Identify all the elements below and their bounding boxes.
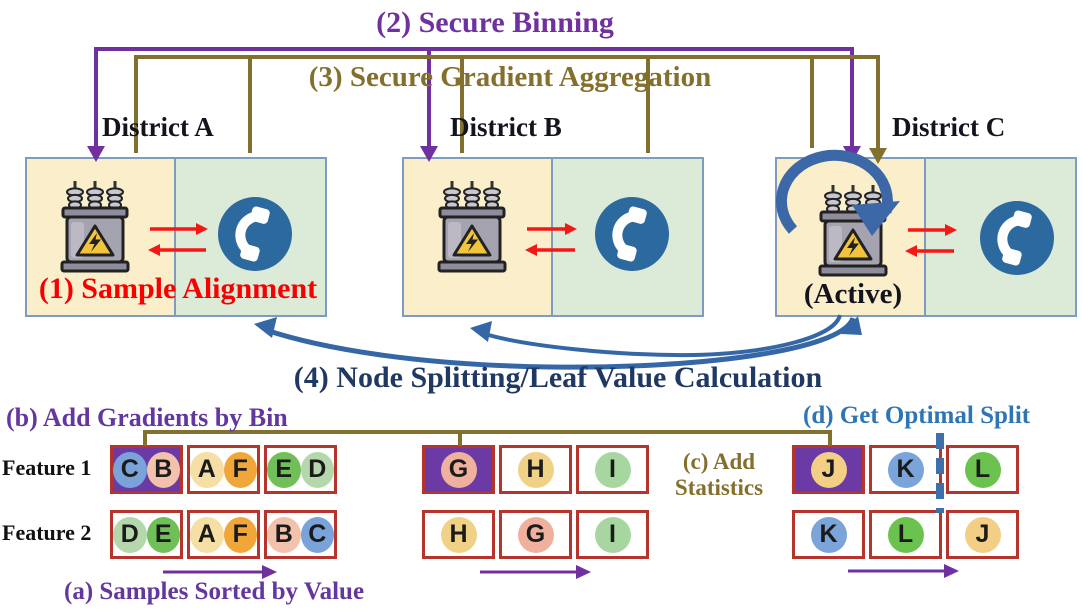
sample-L: L <box>964 451 1001 488</box>
sample-A: A <box>190 516 224 553</box>
sample-K: K <box>810 516 847 553</box>
transformer-icon <box>60 179 130 273</box>
bin: I <box>576 510 649 559</box>
sample-L: L <box>887 516 924 553</box>
district-a-comm-cell <box>174 159 325 315</box>
group3-feature1-bins: J K L <box>792 445 1019 494</box>
label-c-add-statistics: (c) Add Statistics <box>645 449 793 501</box>
step4-node-splitting-label: (4) Node Splitting/Leaf Value Calculatio… <box>293 361 823 394</box>
transformer-icon <box>437 179 507 273</box>
bin: L <box>869 510 942 559</box>
district-b-label: District B <box>450 112 562 142</box>
sample-I: I <box>594 516 631 553</box>
bin: I <box>576 445 649 494</box>
bin: H <box>422 510 495 559</box>
sort-direction-arrowheads <box>262 564 959 579</box>
label-c-line1: (c) Add <box>682 449 756 474</box>
sample-I: I <box>594 451 631 488</box>
district-b-box <box>402 157 704 317</box>
sample-F: F <box>223 451 257 488</box>
bin-highlighted: G <box>422 445 495 494</box>
district-b-grid-cell <box>404 159 551 315</box>
sort-direction-arrows <box>163 569 946 574</box>
district-a-label: District A <box>102 112 214 142</box>
label-d-get-optimal-split: (d) Get Optimal Split <box>803 402 1031 429</box>
bin: L <box>946 445 1019 494</box>
feature2-label: Feature 2 <box>2 520 92 545</box>
sample-C: C <box>113 451 147 488</box>
district-a-box <box>25 157 327 317</box>
sample-B: B <box>146 451 180 488</box>
group2-feature1-bins: G H I <box>422 445 649 494</box>
sample-C: C <box>300 516 334 553</box>
label-c-line2: Statistics <box>674 474 764 500</box>
label-b-add-gradients: (b) Add Gradients by Bin <box>6 403 288 432</box>
bin: K <box>869 445 942 494</box>
transformer-icon <box>818 183 888 277</box>
district-c-comm-cell <box>924 159 1075 315</box>
district-a-grid-cell <box>27 159 174 315</box>
label-a-samples-sorted: (a) Samples Sorted by Value <box>64 578 365 605</box>
bin: H <box>499 445 572 494</box>
feature1-label: Feature 1 <box>2 455 92 480</box>
district-b-comm-cell <box>551 159 702 315</box>
sample-A: A <box>190 451 224 488</box>
district-c-label: District C <box>892 112 1006 142</box>
district-c-active-status: (Active) <box>803 278 903 310</box>
optimal-split-dashed-line <box>936 433 944 513</box>
sample-E: E <box>146 516 180 553</box>
phone-icon <box>216 195 294 273</box>
bin-connector-lines <box>143 430 832 446</box>
sample-B: B <box>267 516 301 553</box>
step2-secure-binning-label: (2) Secure Binning <box>376 6 614 39</box>
sample-D: D <box>300 451 334 488</box>
sample-D: D <box>113 516 147 553</box>
bin: K <box>792 510 865 559</box>
bin-highlighted: J <box>792 445 865 494</box>
sample-J: J <box>810 451 847 488</box>
bin: J <box>946 510 1019 559</box>
step1-sample-alignment-label: (1) Sample Alignment <box>38 272 318 305</box>
step3-gradient-aggregation-label: (3) Secure Gradient Aggregation <box>308 61 712 93</box>
sample-K: K <box>887 451 924 488</box>
phone-icon <box>978 199 1056 277</box>
sample-F: F <box>223 516 257 553</box>
sample-H: H <box>440 516 477 553</box>
phone-icon <box>593 195 671 273</box>
sample-J: J <box>964 516 1001 553</box>
node-splitting-arrows <box>254 314 862 370</box>
sample-H: H <box>517 451 554 488</box>
bin: G <box>499 510 572 559</box>
sample-G: G <box>440 451 477 488</box>
sample-G: G <box>517 516 554 553</box>
sample-E: E <box>267 451 301 488</box>
